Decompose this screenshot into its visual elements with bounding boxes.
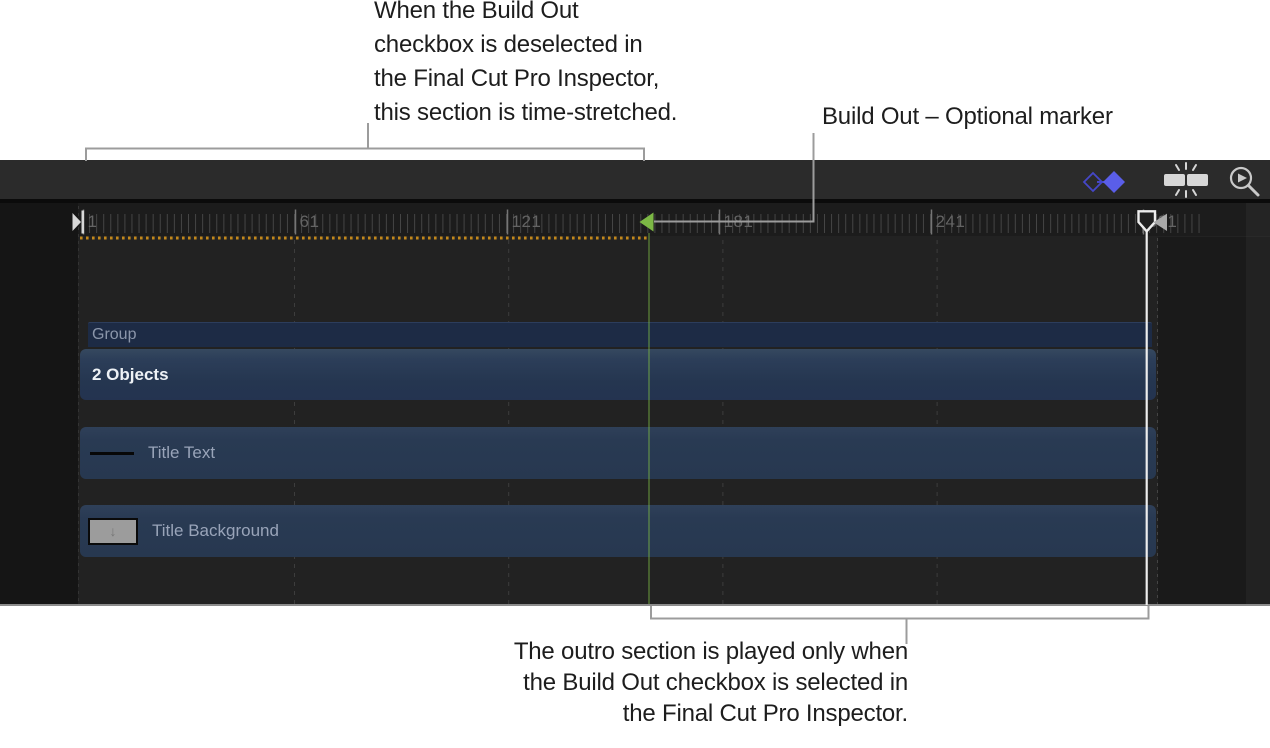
bottom-annotation: The outro section is played only when th… [348, 636, 908, 729]
flash-snap-icon[interactable] [1158, 162, 1214, 198]
track-objects-bar[interactable]: 2 Objects [80, 349, 1156, 400]
top-annotation: When the Build Out checkbox is deselecte… [374, 0, 794, 130]
track-objects-label: 2 Objects [92, 364, 169, 384]
zoom-play-icon[interactable] [1228, 164, 1262, 198]
top-annotation-line: the Final Cut Pro Inspector, [374, 65, 660, 92]
track-title-text-bar[interactable]: Title Text [80, 427, 1156, 479]
bottom-annotation-line: the Final Cut Pro Inspector. [622, 700, 908, 727]
timeline-right-gutter [1246, 203, 1270, 604]
top-annotation-line: checkbox is deselected in [374, 31, 643, 58]
top-annotation-line: this section is time-stretched. [374, 99, 678, 126]
track-group-bar[interactable]: Group [88, 322, 1152, 347]
bottom-annotation-line: the Build Out checkbox is selected in [523, 669, 908, 696]
bottom-annotation-line: The outro section is played only when [513, 638, 908, 665]
text-line-icon [90, 451, 134, 455]
panel-bottom-border [0, 604, 1270, 606]
timeline-toolbar [0, 160, 1270, 203]
title-background-thumbnail: ↓ [88, 517, 138, 545]
track-title-background-label: Title Background [152, 521, 279, 540]
down-arrow-icon: ↓ [109, 523, 117, 539]
track-title-background-bar[interactable]: ↓ Title Background [80, 505, 1156, 557]
track-group-label: Group [92, 326, 137, 343]
build-out-marker-annotation: Build Out – Optional marker [822, 103, 1113, 130]
top-annotation-line: When the Build Out [374, 0, 579, 24]
animation-keyframes-icon[interactable] [1080, 168, 1130, 196]
timeline-ruler[interactable] [0, 203, 1270, 236]
timeline-left-gutter [0, 203, 78, 605]
track-title-text-label: Title Text [148, 443, 216, 462]
beyond-project-end-region [1158, 237, 1270, 604]
